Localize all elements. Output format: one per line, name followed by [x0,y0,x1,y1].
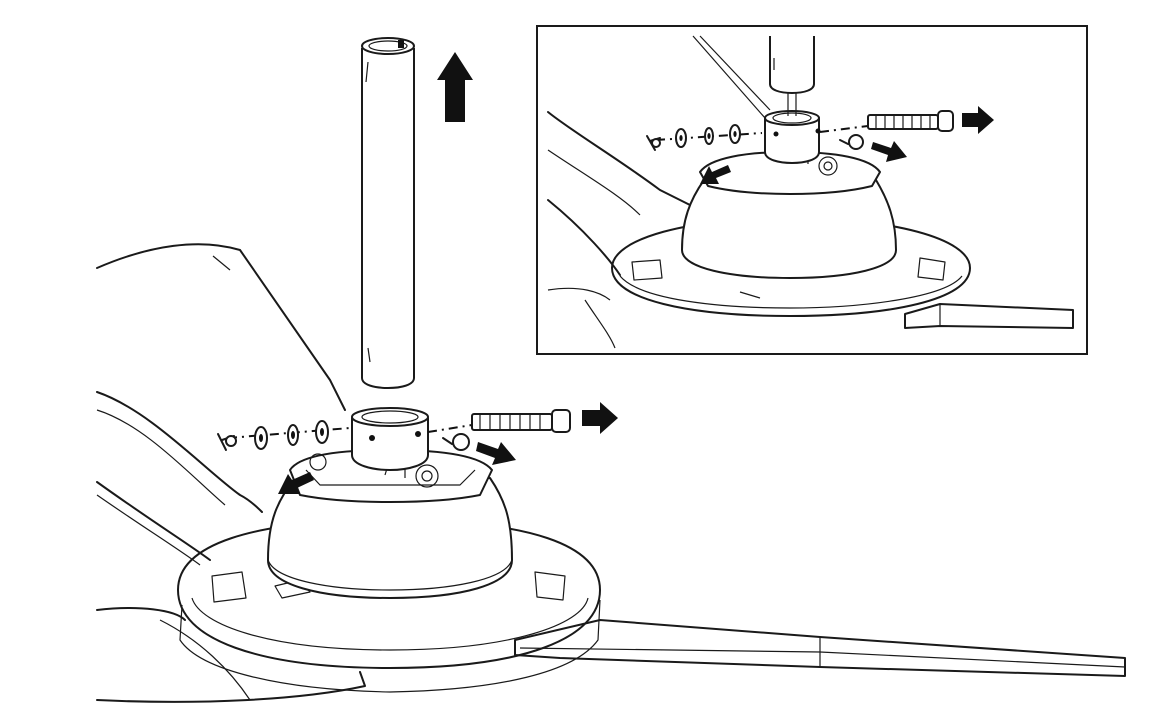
fan-blade-icon [514,619,1126,677]
arrow-down-right-icon [871,141,907,162]
main-view [96,37,1126,703]
fan-blade-icon [547,35,1074,349]
arrow-right-icon [962,106,994,134]
arrow-up-icon [437,52,473,122]
cross-pin-bolt-icon [427,409,571,433]
downrod-collar [351,407,429,471]
clevis-pin-icon [646,132,763,151]
motor-housing-icon [177,449,601,693]
arrow-down-right-icon [476,442,516,465]
washer-icon [287,424,299,446]
downrod-icon [361,37,415,389]
washer-icon [315,420,329,444]
inset-view [536,25,1088,355]
set-screw-icon [442,433,470,451]
washer-icon [254,426,268,450]
washer-icon [729,124,741,144]
arrow-down-left-icon [278,472,314,494]
motor-housing-icon [611,137,971,317]
washer-icon [675,128,687,148]
arrow-right-icon [582,402,618,434]
downrod-icon [764,36,821,164]
washer-icon [704,127,714,145]
clevis-pin-icon [217,427,351,451]
arrow-down-left-icon [700,165,731,184]
set-screw-icon [839,134,864,150]
cross-pin-bolt-icon [819,110,954,133]
fan-blade-icon [96,243,366,703]
